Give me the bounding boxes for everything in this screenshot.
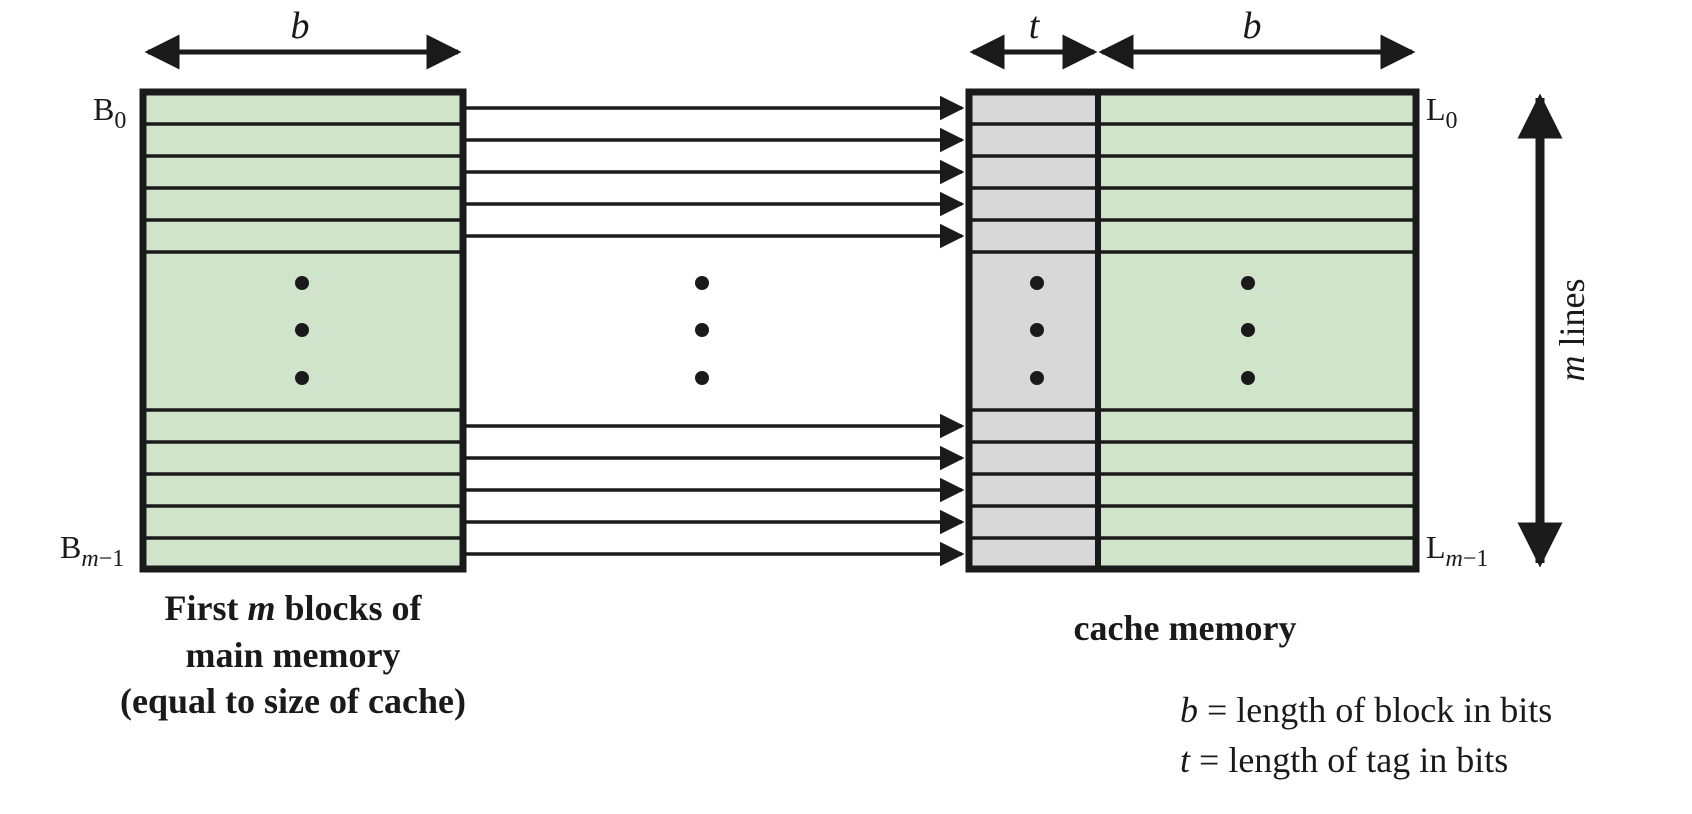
main-memory-caption-line1: First m blocks of [164, 588, 422, 628]
main-memory-caption: First m blocks of main memory (equal to … [120, 588, 466, 721]
main-memory-caption-line3: (equal to size of cache) [120, 681, 466, 721]
main-memory-caption-line2: main memory [186, 635, 401, 675]
cache-block-ellipsis [1241, 276, 1255, 385]
main-memory-blocks [139, 88, 467, 573]
mapping-arrows [466, 95, 965, 567]
legend: b = length of block in bits t = length o… [1180, 690, 1552, 780]
line-count-label: m lines [1552, 279, 1592, 382]
cache-memory-box [965, 88, 1420, 573]
tag-width-label: t [1029, 5, 1041, 47]
main-memory-ellipsis [295, 276, 309, 385]
first-line-label: L0 [1426, 91, 1458, 134]
cache-block-width-label: b [1243, 5, 1262, 47]
last-line-label: Lm−1 [1426, 529, 1488, 572]
last-block-label: Bm−1 [60, 529, 124, 572]
legend-block-length: b = length of block in bits [1180, 690, 1552, 730]
first-block-label: B0 [93, 91, 126, 134]
main-memory-row-dividers [143, 122, 463, 540]
cache-block-column [1098, 92, 1416, 569]
main-block-width-label: b [291, 5, 310, 47]
legend-tag-length: t = length of tag in bits [1180, 740, 1508, 780]
cache-memory-caption: cache memory [1074, 608, 1297, 648]
tag-ellipsis [1030, 276, 1044, 385]
cache-memory-lines [965, 88, 1420, 573]
cache-row-dividers [969, 122, 1416, 540]
mapping-ellipsis [695, 276, 709, 385]
